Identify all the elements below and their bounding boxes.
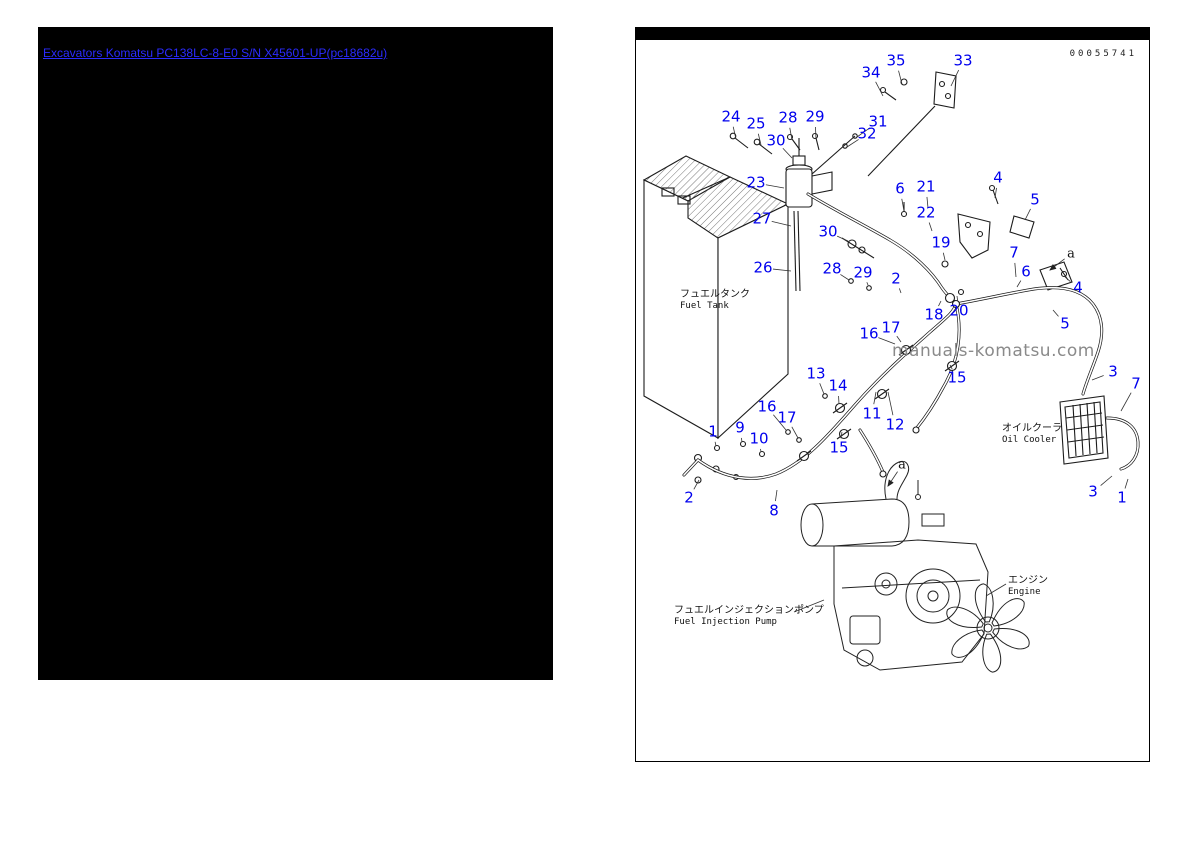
fuel-tank-drawing <box>642 155 790 484</box>
label-fuel-tank-jp: フュエルタンク <box>680 289 750 300</box>
label-engine-en: Engine <box>1008 587 1041 597</box>
left-cover-panel: Excavators Komatsu PC138LC-8-E0 S/N X456… <box>38 27 553 680</box>
piping-drawing <box>682 192 1140 480</box>
label-fuel-tank-en: Fuel Tank <box>680 301 729 311</box>
label-leader-lines <box>793 583 1007 613</box>
engine-drawing <box>800 460 1030 673</box>
label-oil-cooler: オイルクーラ Oil Cooler <box>1002 422 1062 447</box>
label-fuel-injection-pump-jp: フュエルインジェクションポンプ <box>674 605 824 616</box>
model-title-link[interactable]: Excavators Komatsu PC138LC-8-E0 S/N X456… <box>43 46 388 60</box>
oil-cooler-drawing <box>1059 395 1109 465</box>
doc-number: 00055741 <box>1069 49 1137 59</box>
watermark: manuals-komatsu.com <box>892 341 1095 361</box>
diagram-top-bar <box>636 28 1149 40</box>
label-engine-jp: エンジン <box>1008 575 1048 586</box>
diagram-artwork <box>642 71 1140 673</box>
label-oil-cooler-jp: オイルクーラ <box>1002 423 1062 434</box>
mounting-brackets-drawing <box>867 71 1073 291</box>
parts-diagram-panel: 00055741 <box>635 27 1150 762</box>
label-fuel-tank: フュエルタンク Fuel Tank <box>680 288 750 313</box>
label-oil-cooler-en: Oil Cooler <box>1002 435 1057 445</box>
label-fuel-injection-pump: フュエルインジェクションポンプ Fuel Injection Pump <box>674 604 824 629</box>
label-fuel-injection-pump-en: Fuel Injection Pump <box>674 617 777 627</box>
label-engine: エンジン Engine <box>1008 574 1048 599</box>
